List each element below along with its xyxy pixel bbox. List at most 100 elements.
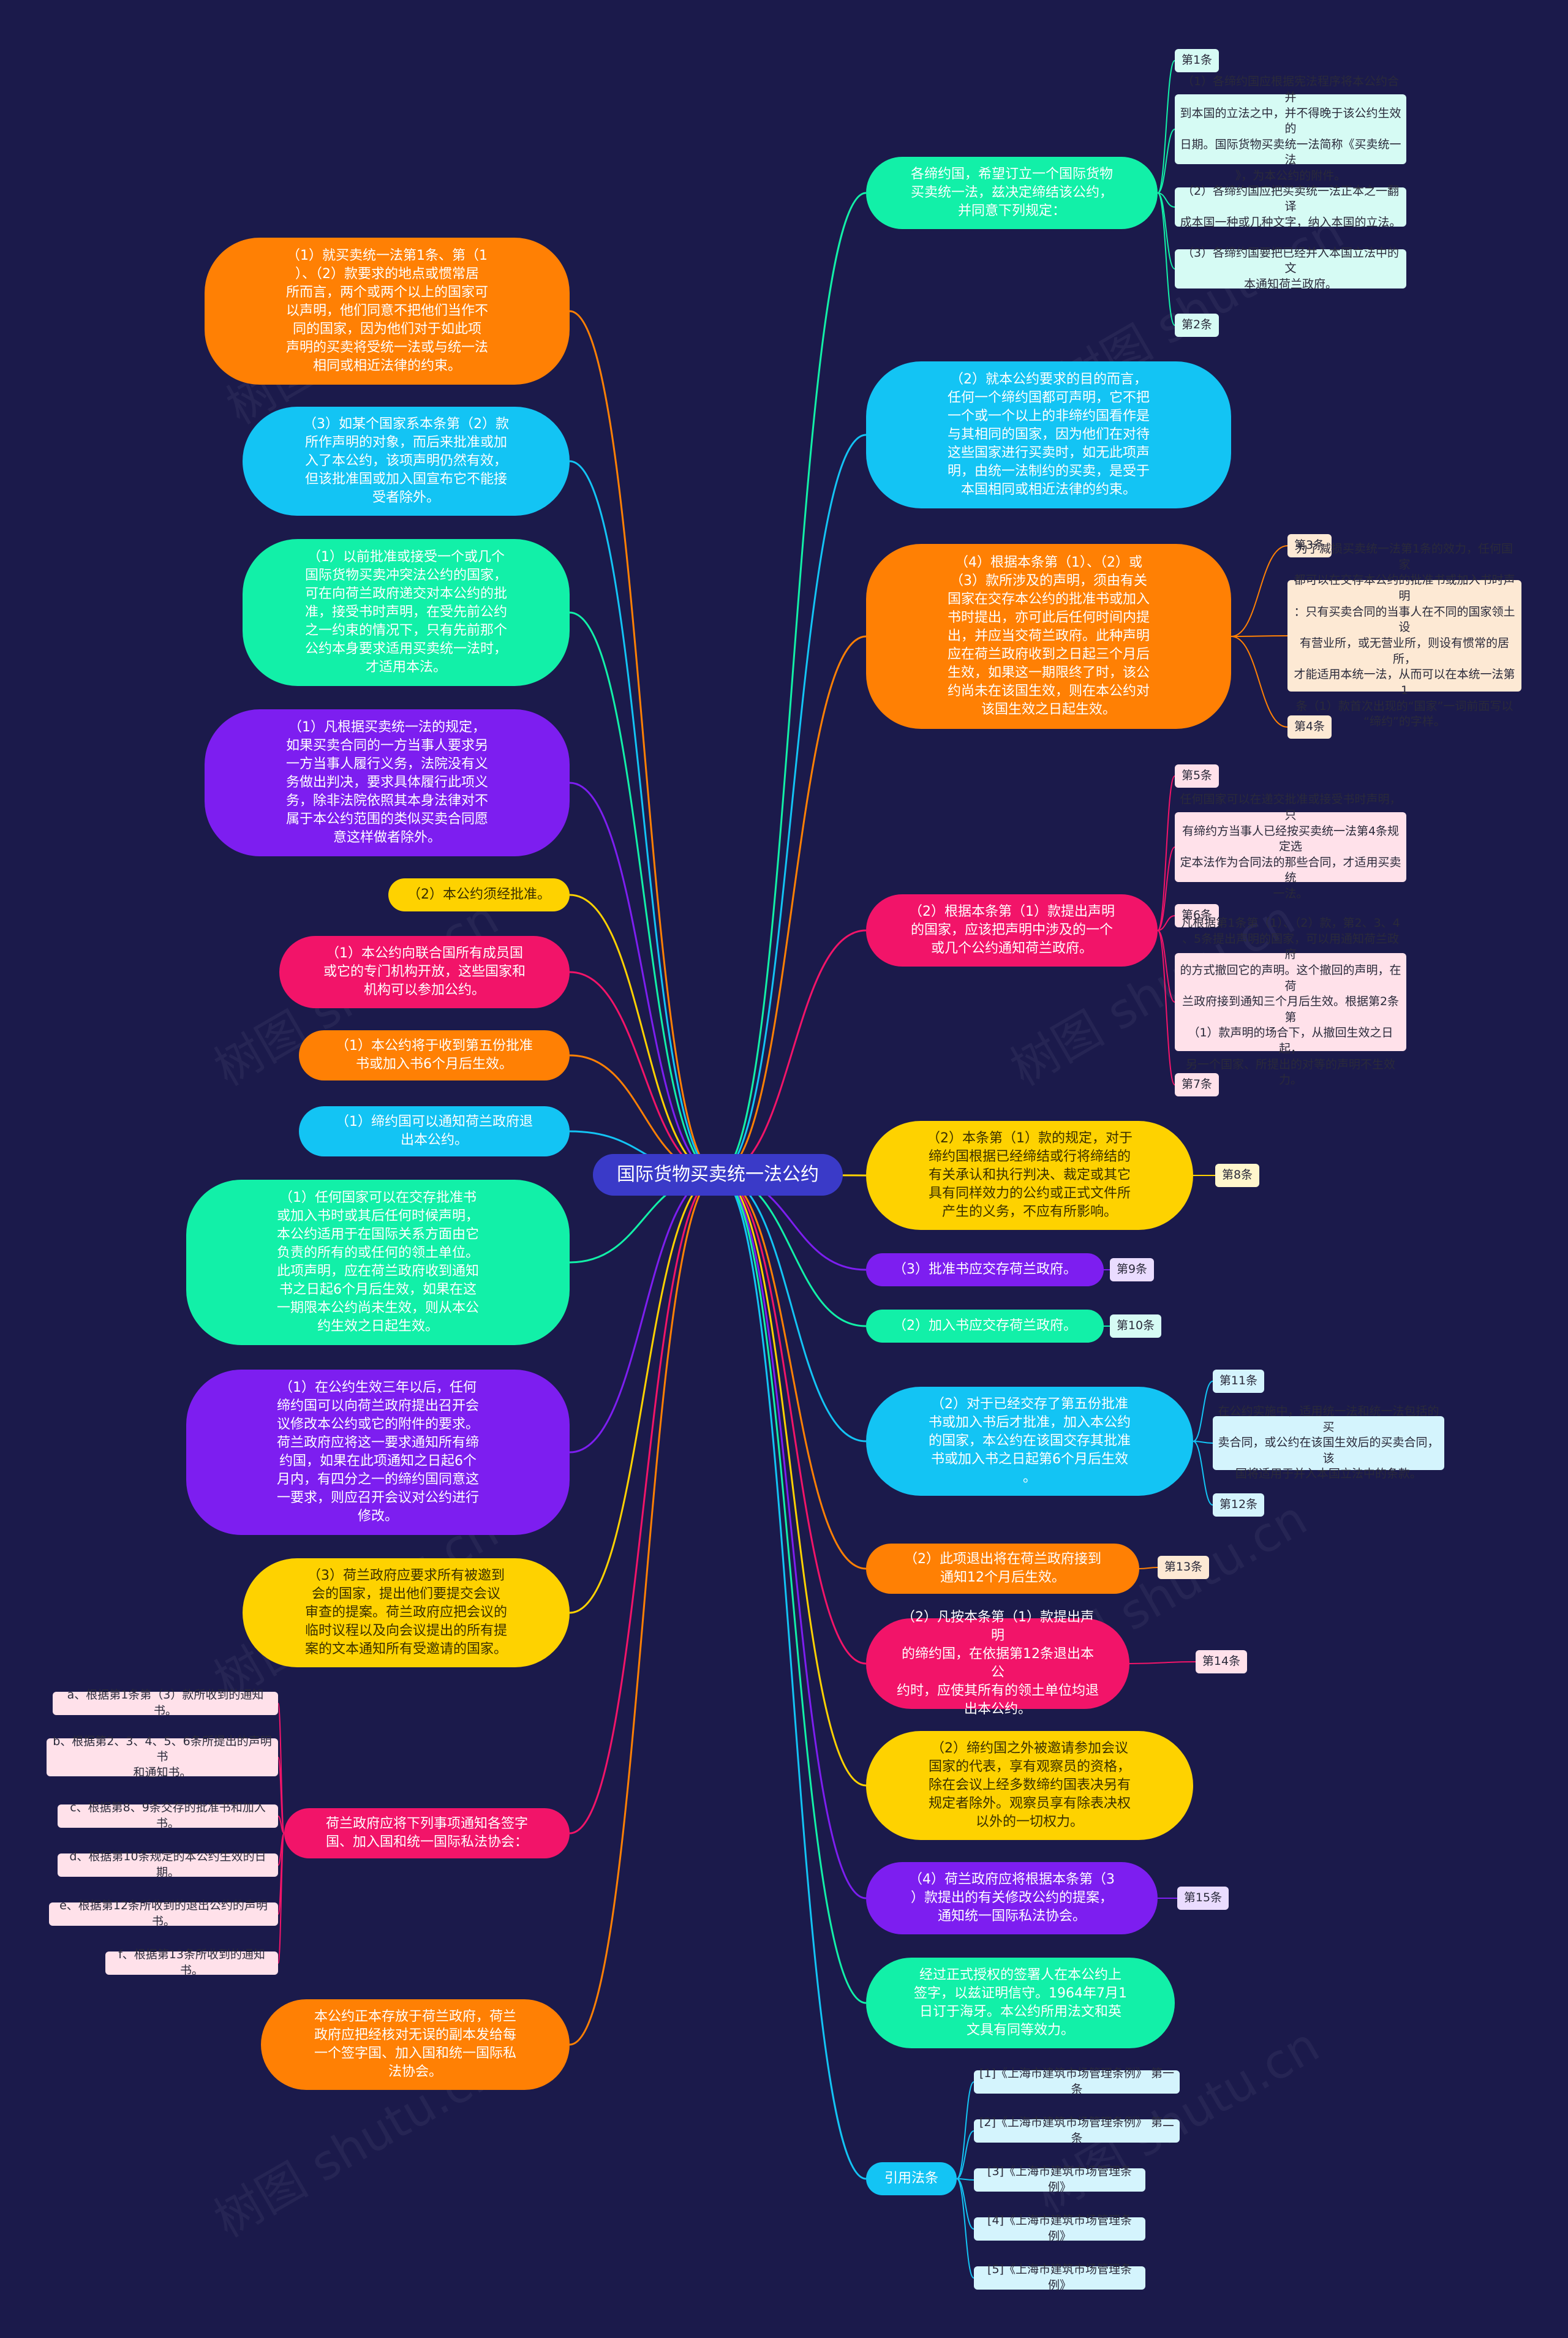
branch-topic-label: （3）如某个国家系本条第（2）款 所作声明的对象，而后来批准或加 入了本公约，该… bbox=[303, 417, 509, 505]
connector-line bbox=[569, 1174, 718, 1614]
connector-line bbox=[717, 1174, 867, 1665]
article-tag[interactable]: 在公约实施中，适用统一法和统一法包括的买 卖合同，或公约在该国生效后的买卖合同，… bbox=[1213, 1405, 1444, 1480]
branch-topic-label: 经过正式授权的签署人在本公约上 签字，以兹证明信守。1964年7月1 日订于海牙… bbox=[914, 1967, 1127, 2038]
article-tag[interactable]: 第13条 bbox=[1158, 1556, 1209, 1579]
article-tag-label: [4]《上海市建筑市场管理条例》 bbox=[987, 2214, 1132, 2243]
article-tag[interactable]: 第5条 bbox=[1175, 764, 1219, 788]
branch-topic-label: 本公约正本存放于荷兰政府，荷兰 政府应把经核对无误的副本发给每 一个签字国、加入… bbox=[314, 2009, 516, 2080]
branch-topic[interactable]: （2）根据本条第（1）款提出声明 的国家，应该把声明中涉及的一个 或几个公约通知… bbox=[866, 894, 1158, 967]
branch-topic[interactable]: （3）批准书应交存荷兰政府。 bbox=[866, 1253, 1104, 1286]
article-tag[interactable]: 为了减损买卖统一法第1条的效力，任何国家 都可以在交存本公约的批准书或加入书时声… bbox=[1287, 542, 1521, 728]
connector-line bbox=[717, 1174, 867, 2004]
connector-line bbox=[1157, 60, 1175, 194]
article-tag-label: [5]《上海市建筑市场管理条例》 bbox=[987, 2263, 1132, 2292]
branch-topic-label: （2）根据本条第（1）款提出声明 的国家，应该把声明中涉及的一个 或几个公约通知… bbox=[909, 904, 1115, 956]
connector-line bbox=[569, 782, 718, 1176]
article-tag[interactable]: f、根据第13条所收到的通知书。 bbox=[105, 1948, 278, 1977]
branch-topic[interactable]: 荷兰政府应将下列事项通知各签字 国、加入国和统一国际私法协会： bbox=[284, 1808, 570, 1858]
article-tag-label: b、根据第2、3、4、5、6条所提出的声明书 和通知书。 bbox=[53, 1734, 272, 1779]
branch-topic[interactable]: （2）加入书应交存荷兰政府。 bbox=[866, 1310, 1104, 1343]
article-tag[interactable]: 第4条 bbox=[1287, 715, 1332, 739]
article-tag[interactable]: （3）各缔约国要把已经并入本国立法中的文 本通知荷兰政府。 bbox=[1175, 246, 1406, 291]
article-tag[interactable]: [2]《上海市建筑市场管理条例》 第二条 bbox=[974, 2116, 1180, 2145]
branch-topic[interactable]: （1）本公约将于收到第五份批准 书或加入书6个月后生效。 bbox=[299, 1030, 570, 1080]
article-tag-label: f、根据第13条所收到的通知书。 bbox=[118, 1948, 265, 1977]
branch-topic[interactable]: （1）缔约国可以通知荷兰政府退 出本公约。 bbox=[299, 1106, 570, 1156]
connector-line bbox=[956, 2178, 974, 2279]
connector-line bbox=[1157, 847, 1175, 931]
article-tag[interactable]: 第6条 bbox=[1175, 904, 1219, 927]
branch-topic-label: （4）荷兰政府应将根据本条第（3 ）款提出的有关修改公约的提案， 通知统一国际私… bbox=[909, 1872, 1115, 1924]
article-tag[interactable]: d、根据第10条规定的本公约生效的日期。 bbox=[58, 1850, 278, 1879]
article-tag[interactable]: 第2条 bbox=[1175, 314, 1219, 337]
article-tag-label: 第9条 bbox=[1116, 1262, 1148, 1276]
branch-topic[interactable]: （1）在公约生效三年以后，任何 缔约国可以向荷兰政府提出召开会 议修改本公约或它… bbox=[186, 1370, 570, 1535]
branch-topic[interactable]: （1）任何国家可以在交存批准书 或加入书时或其后任何时候声明， 本公约适用于在国… bbox=[186, 1180, 570, 1345]
article-tag[interactable]: 第1条 bbox=[1175, 49, 1219, 72]
central-topic[interactable]: 国际货物买卖统一法公约 bbox=[593, 1154, 843, 1196]
article-tag[interactable]: 任何国家可以在递交批准或接受书时声明，只 有缔约方当事人已经按买卖统一法第4条规… bbox=[1175, 793, 1406, 900]
article-tag[interactable]: e、根据第12条所收到的退出公约的声明书。 bbox=[49, 1899, 278, 1928]
branch-topic[interactable]: （4）根据本条第（1）、（2）或 （3）款所涉及的声明，须由有关 国家在交存本公… bbox=[866, 544, 1231, 729]
connector-line bbox=[717, 1174, 867, 2180]
branch-topic[interactable]: 各缔约国，希望订立一个国际货物 买卖统一法，兹决定缔结该公约， 并同意下列规定： bbox=[866, 157, 1158, 229]
article-tag[interactable]: 第9条 bbox=[1110, 1258, 1154, 1281]
connector-line bbox=[1193, 1381, 1213, 1442]
connector-line bbox=[1231, 636, 1288, 728]
branch-topic[interactable]: （1）就买卖统一法第1条、第（1 ）、（2）款要求的地点或惯常居 所而言，两个或… bbox=[205, 238, 570, 385]
article-tag[interactable]: [3]《上海市建筑市场管理条例》 bbox=[974, 2165, 1145, 2194]
article-tag[interactable]: a、根据第1条第（3）款所收到的通知书。 bbox=[53, 1688, 278, 1718]
article-tag[interactable]: [4]《上海市建筑市场管理条例》 bbox=[974, 2214, 1145, 2243]
branch-topic-label: （1）缔约国可以通知荷兰政府退 出本公约。 bbox=[336, 1114, 533, 1148]
connector-line bbox=[1193, 1441, 1213, 1444]
article-tag-label: 第7条 bbox=[1181, 1077, 1213, 1092]
article-tag-label: [1]《上海市建筑市场管理条例》 第一条 bbox=[979, 2067, 1174, 2096]
connector-line bbox=[1157, 775, 1175, 931]
branch-topic[interactable]: （2）对于已经交存了第五份批准 书或加入书后才批准，加入本公约 的国家，本公约在… bbox=[866, 1387, 1193, 1496]
article-tag[interactable]: （1）各缔约国应根据宪法程序将本公约合并 到本国的立法之中，并不得晚于该公约生效… bbox=[1175, 75, 1406, 183]
article-tag-label: 第13条 bbox=[1164, 1560, 1203, 1574]
branch-topic[interactable]: （2）本条第（1）款的规定，对于 缔约国根据已经缔结或行将缔结的 有关承认和执行… bbox=[866, 1121, 1193, 1230]
article-tag[interactable]: 第10条 bbox=[1110, 1314, 1161, 1338]
branch-topic[interactable]: （1）凡根据买卖统一法的规定， 如果买卖合同的一方当事人要求另 一方当事人履行义… bbox=[205, 709, 570, 856]
article-tag[interactable]: 第7条 bbox=[1175, 1073, 1219, 1096]
connector-line bbox=[569, 460, 718, 1176]
article-tag[interactable]: 第3条 bbox=[1287, 534, 1332, 557]
branch-topic[interactable]: （2）缔约国之外被邀请参加会议 国家的代表，享有观察员的资格， 除在会议上经多数… bbox=[866, 1731, 1193, 1840]
branch-topic[interactable]: 经过正式授权的签署人在本公约上 签字，以兹证明信守。1964年7月1 日订于海牙… bbox=[866, 1958, 1175, 2048]
article-tag[interactable]: b、根据第2、3、4、5、6条所提出的声明书 和通知书。 bbox=[47, 1735, 278, 1779]
article-tag-label: 第3条 bbox=[1294, 538, 1325, 552]
article-tag-label: 第14条 bbox=[1202, 1654, 1241, 1669]
branch-topic[interactable]: （1）本公约向联合国所有成员国 或它的专门机构开放，这些国家和 机构可以参加公约… bbox=[279, 936, 570, 1008]
branch-topic[interactable]: （2）本公约须经批准。 bbox=[388, 878, 570, 911]
branch-topic-label: （4）根据本条第（1）、（2）或 （3）款所涉及的声明，须由有关 国家在交存本公… bbox=[947, 555, 1150, 717]
connector-line bbox=[1129, 1661, 1196, 1664]
article-tag[interactable]: 凡根据第1条第（1）、（2）款，第2、3、4 、5条提出声明的国家，可以用通知荷… bbox=[1175, 916, 1406, 1087]
branch-topic[interactable]: （2）此项退出将在荷兰政府接到 通知12个月后生效。 bbox=[866, 1544, 1139, 1594]
article-tag[interactable]: （2）各缔约国应把买卖统一法正本之一翻译 成本国一种或几种文字，纳入本国的立法。 bbox=[1175, 184, 1406, 229]
article-tag[interactable]: 第8条 bbox=[1215, 1164, 1259, 1187]
article-tag[interactable]: 第15条 bbox=[1177, 1887, 1229, 1910]
article-tag[interactable]: 第12条 bbox=[1213, 1493, 1264, 1517]
article-tag[interactable]: [5]《上海市建筑市场管理条例》 bbox=[974, 2263, 1145, 2292]
branch-topic[interactable]: （2）就本公约要求的目的而言， 任何一个缔约国都可声明，它不把 一个或一个以上的… bbox=[866, 361, 1231, 508]
branch-topic[interactable]: （2）凡按本条第（1）款提出声明 的缔约国，在依据第12条退出本公 约时，应使其… bbox=[866, 1610, 1129, 1717]
article-tag[interactable]: [1]《上海市建筑市场管理条例》 第一条 bbox=[974, 2067, 1180, 2096]
article-tag-label: e、根据第12条所收到的退出公约的声明书。 bbox=[59, 1899, 268, 1928]
branch-topic[interactable]: 引用法条 bbox=[866, 2162, 957, 2195]
branch-topic-label: （2）缔约国之外被邀请参加会议 国家的代表，享有观察员的资格， 除在会议上经多数… bbox=[928, 1741, 1131, 1830]
article-tag[interactable]: c、根据第8、9条交存的批准书和加入书。 bbox=[58, 1801, 278, 1830]
branch-topic[interactable]: （3）如某个国家系本条第（2）款 所作声明的对象，而后来批准或加 入了本公约，该… bbox=[243, 407, 570, 516]
branch-topic[interactable]: （1）以前批准或接受一个或几个 国际货物买卖冲突法公约的国家， 可在向荷兰政府递… bbox=[243, 539, 570, 686]
connector-line bbox=[1193, 1441, 1213, 1506]
branch-topic[interactable]: 本公约正本存放于荷兰政府，荷兰 政府应把经核对无误的副本发给每 一个签字国、加入… bbox=[261, 1999, 570, 2090]
connector-line bbox=[717, 192, 867, 1176]
branch-topic[interactable]: （3）荷兰政府应要求所有被邀到 会的国家，提出他们要提交会议 审查的提案。荷兰政… bbox=[243, 1558, 570, 1667]
connector-line bbox=[956, 2178, 974, 2230]
branch-topic-label: （3）批准书应交存荷兰政府。 bbox=[893, 1262, 1077, 1278]
connector-line bbox=[1157, 930, 1175, 1085]
article-tag[interactable]: 第11条 bbox=[1213, 1370, 1264, 1393]
branch-topic-label: （1）就买卖统一法第1条、第（1 ）、（2）款要求的地点或惯常居 所而言，两个或… bbox=[285, 248, 488, 374]
branch-topic[interactable]: （4）荷兰政府应将根据本条第（3 ）款提出的有关修改公约的提案， 通知统一国际私… bbox=[866, 1862, 1158, 1934]
article-tag[interactable]: 第14条 bbox=[1196, 1650, 1247, 1673]
